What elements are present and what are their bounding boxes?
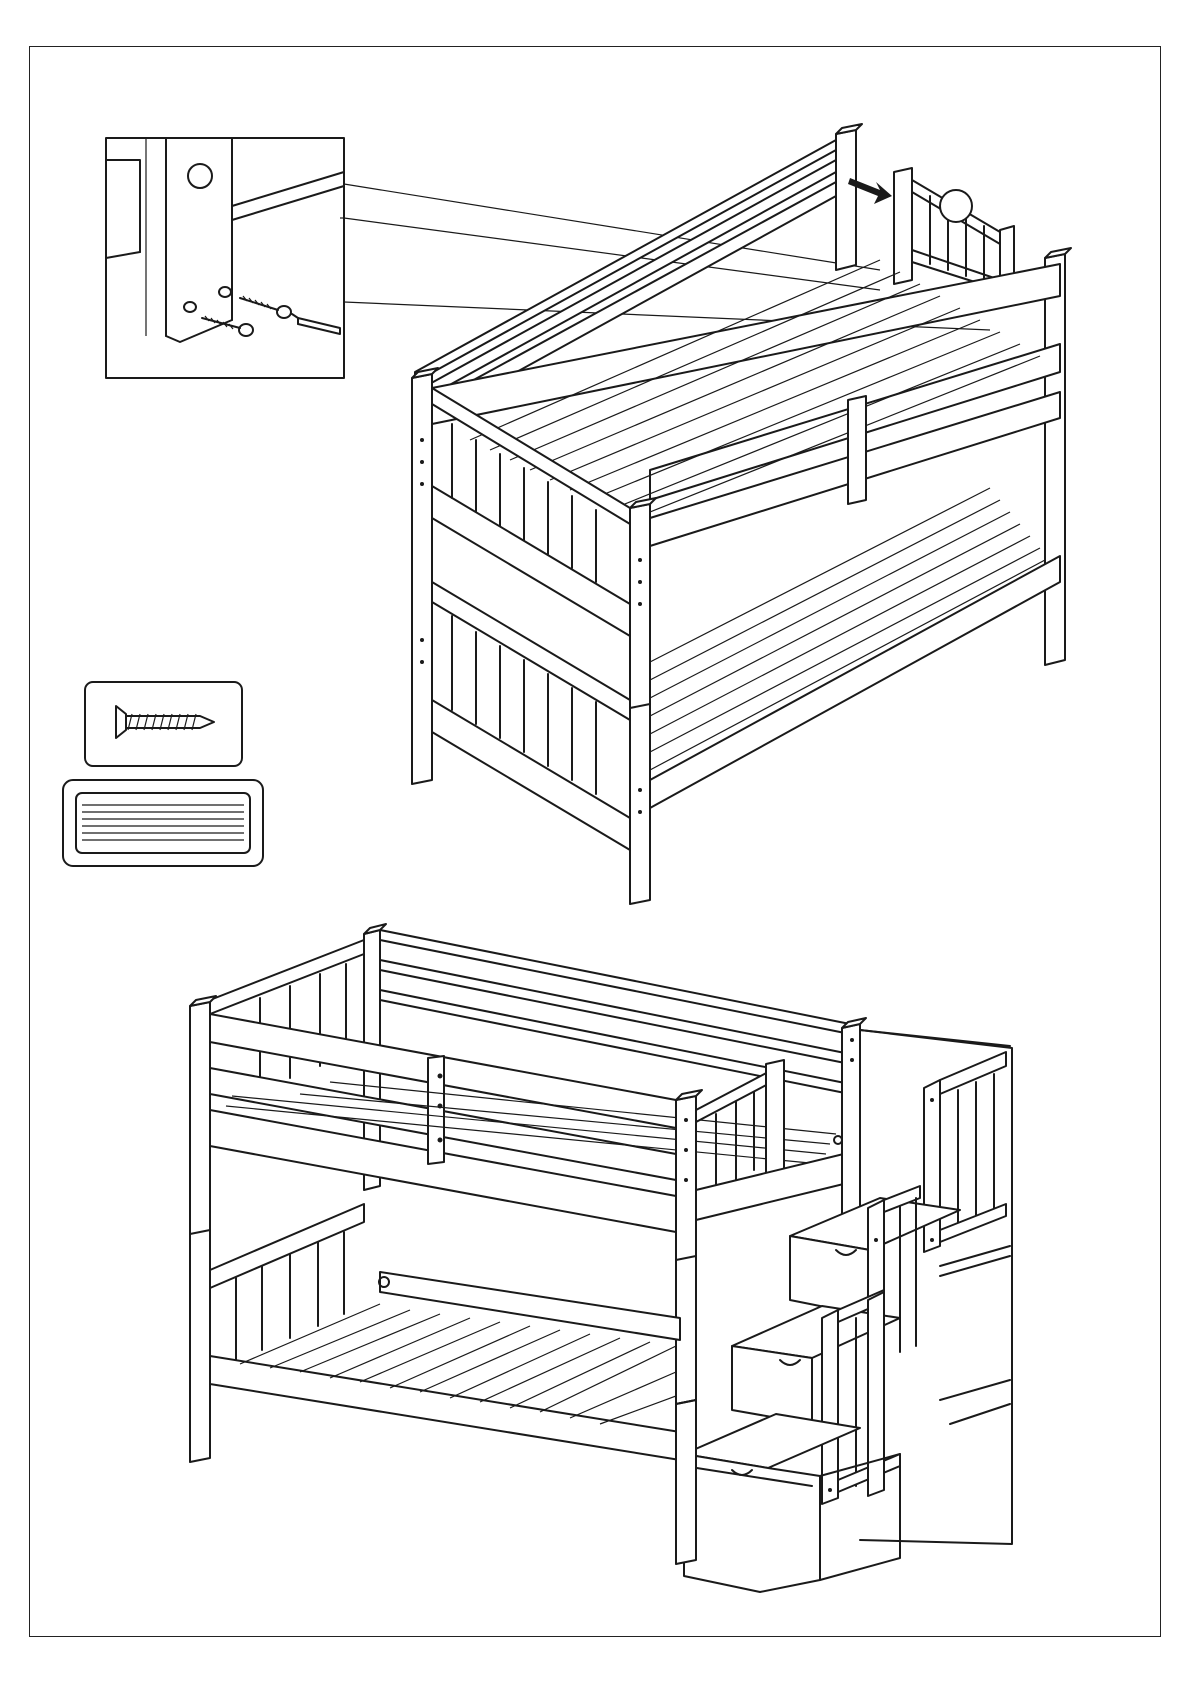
lower-slats — [650, 488, 1045, 770]
bunk-bed-with-staircase — [190, 924, 1012, 1592]
screw-icon — [202, 296, 291, 336]
screw-hardware-icon — [85, 682, 242, 766]
slat-hardware-icon — [63, 780, 263, 866]
guardrail-panel — [894, 168, 1014, 290]
